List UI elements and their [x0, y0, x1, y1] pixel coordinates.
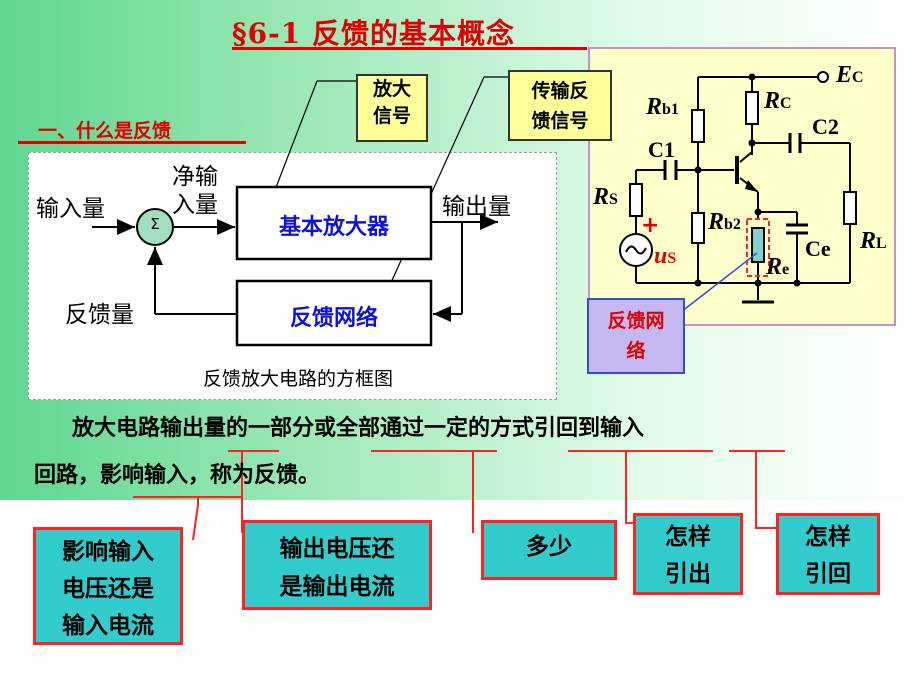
label-rb1: Rb1 [646, 94, 679, 120]
label-rl: RL [860, 228, 887, 254]
resistor-rs [629, 183, 643, 217]
node-base [694, 166, 702, 174]
box5-line2: 引回 [805, 561, 851, 587]
conn-box3 [434, 450, 474, 533]
node-emitter [754, 208, 762, 216]
callout-transmit-signal: 传输反 馈信号 [508, 70, 612, 141]
paragraph-line2: 回路，影响输入，称为反馈。 [34, 463, 321, 488]
label-us: uS [654, 243, 677, 269]
feedback-network-block [235, 279, 433, 347]
sum-symbol: Σ [150, 215, 160, 233]
answer-box-output-type: 输出电压还 是输出电流 [242, 520, 432, 610]
node-gnd-1 [694, 279, 702, 287]
box2-line2: 是输出电流 [279, 574, 395, 600]
feedback-qty-label: 反馈量 [65, 302, 134, 328]
page-title: §6-1 反馈的基本概念 [232, 17, 515, 50]
callout-amp-signal: 放大 信号 [356, 74, 428, 142]
re-highlight-box [746, 218, 770, 277]
label-rc: RC [764, 88, 792, 114]
source-plus: + [641, 213, 660, 238]
node-gnd-2 [754, 279, 762, 287]
box1-line3: 输入电流 [62, 613, 154, 639]
box4-line1: 怎样 [665, 524, 711, 550]
source-wave [625, 245, 647, 255]
label-re: Re [766, 254, 790, 280]
input-label: 输入量 [36, 196, 105, 222]
answer-box-input-type: 影响输入 电压还是 输入电流 [33, 527, 183, 645]
callout-amp-line1: 放大 [372, 78, 411, 100]
label-rb2: Rb2 [708, 209, 741, 235]
resistor-rb1 [691, 109, 705, 143]
net-input-line1: 净输 [172, 164, 218, 190]
node-gnd-3 [793, 279, 801, 287]
paragraph-line1: 放大电路输出量的一部分或全部通过一定的方式引回到输入 [72, 416, 645, 441]
conn-box4 [625, 451, 633, 524]
callout-feedback-network: 反馈网 络 [587, 298, 685, 374]
title-underline [232, 47, 587, 50]
net-input-label: 净输 入量 [172, 163, 218, 219]
amplifier-label: 基本放大器 [278, 215, 389, 240]
label-rs: RS [593, 184, 618, 210]
resistor-re [751, 227, 765, 263]
fbnet-line2: 络 [626, 340, 646, 362]
net-input-line2: 入量 [172, 192, 218, 218]
output-label: 输出量 [442, 194, 511, 220]
diagram-caption: 反馈放大电路的方框图 [203, 368, 394, 390]
answer-box-how-back: 怎样 引回 [776, 513, 880, 595]
callout-transmit-line2: 馈信号 [531, 110, 589, 132]
node-collector [748, 139, 756, 147]
answer-box-how-out: 怎样 引出 [633, 513, 743, 595]
label-c1: C1 [648, 137, 675, 162]
feedback-net-label: 反馈网络 [289, 306, 378, 331]
callout-amp-line2: 信号 [372, 105, 411, 127]
section-underline [18, 141, 246, 144]
label-c2: C2 [812, 114, 839, 139]
label-ce: Ce [805, 236, 831, 261]
fbnet-line1: 反馈网 [607, 310, 665, 332]
box1-line1: 影响输入 [62, 539, 154, 565]
resistor-rb2 [691, 212, 705, 244]
box5-line1: 怎样 [805, 524, 851, 550]
callout-transmit-line1: 传输反 [531, 80, 589, 102]
feedback-net-leader [680, 252, 758, 313]
box4-line2: 引出 [665, 561, 711, 587]
node-top-rc [748, 73, 756, 81]
section-title: 一、什么是反馈 [38, 120, 172, 142]
resistor-rl [843, 191, 857, 225]
box2-line1: 输出电压还 [279, 536, 395, 562]
conn-box1 [192, 497, 199, 541]
circuit-wires [635, 76, 851, 304]
resistor-rc [745, 91, 759, 125]
conn-box5 [755, 451, 776, 529]
transistor-emitter-arrow [745, 180, 758, 192]
box1-line2: 电压还是 [62, 576, 154, 602]
answer-box-amount: 多少 [481, 520, 617, 580]
ec-terminal [817, 71, 829, 83]
callout-leader-amp [274, 80, 318, 191]
label-ec: EC [836, 62, 864, 88]
